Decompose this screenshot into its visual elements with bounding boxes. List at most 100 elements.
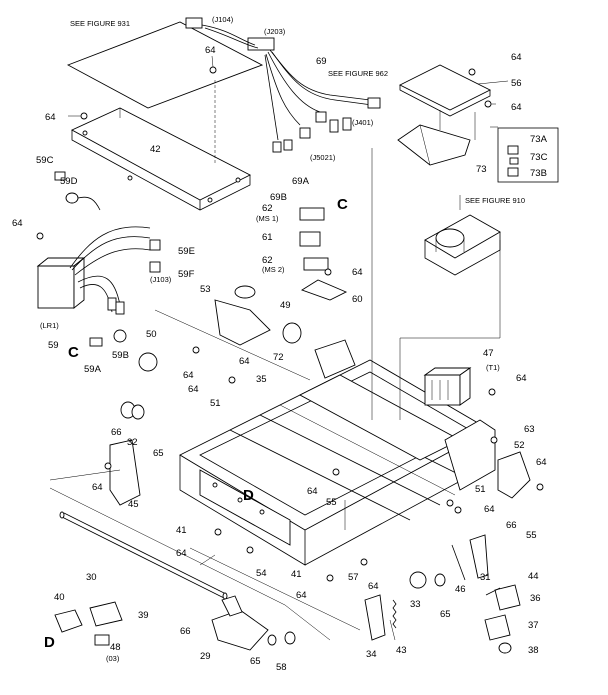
bracket-52 (497, 451, 531, 499)
wire-harness (185, 17, 381, 153)
part-label: 64 (484, 504, 495, 515)
part-label: 64 (183, 370, 194, 381)
part-label: 63 (524, 424, 535, 435)
bracket-73-box (497, 127, 559, 183)
part-label: 35 (256, 374, 267, 385)
reactor-lr1 (36, 226, 151, 315)
part-label: 41 (291, 569, 302, 580)
callout-c-top: C (337, 196, 348, 213)
labels: SEE FIGURE 931 SEE FIGURE 962 SEE FIGURE… (12, 15, 548, 673)
conn-lr1: (LR1) (40, 321, 59, 330)
part-label: 73A (530, 134, 548, 145)
part-label: 37 (528, 620, 539, 631)
part-label: 64 (536, 457, 547, 468)
washer-65c (267, 634, 277, 646)
conn-t1: (T1) (486, 363, 500, 372)
switch-ms1 (299, 207, 325, 221)
part-label: 40 (54, 592, 65, 603)
part-label: 42 (150, 144, 161, 155)
part-label: 54 (256, 568, 267, 579)
part-label: 29 (200, 651, 211, 662)
part-label: 69 (316, 56, 327, 67)
part-label: 33 (410, 599, 421, 610)
plate-56 (397, 64, 492, 166)
conn-ms1: (MS 1) (256, 214, 279, 223)
ref-figure-931: SEE FIGURE 931 (70, 19, 130, 28)
part-label: 64 (516, 373, 527, 384)
part-label: 62 (262, 203, 273, 214)
callout-d-mid: D (243, 487, 254, 504)
part-label: 59A (84, 364, 102, 375)
part-label: 55 (326, 497, 337, 508)
part-label: 64 (511, 102, 522, 113)
spring-43 (392, 599, 397, 629)
housing-29 (211, 609, 269, 651)
screw-44 (485, 587, 501, 596)
spring-46 (451, 544, 466, 581)
pcb-board (66, 21, 264, 109)
part-label: 65 (440, 609, 451, 620)
part-label: 66 (180, 626, 191, 637)
ref-figure-962: SEE FIGURE 962 (328, 69, 388, 78)
part-label: 64 (188, 384, 199, 395)
part-label: 64 (368, 581, 379, 592)
arm-31 (469, 534, 489, 579)
part-58 (284, 631, 296, 645)
part-label: 64 (307, 486, 318, 497)
roller-50 (138, 352, 158, 372)
part-label: 66 (506, 520, 517, 531)
part-label: 59D (60, 176, 78, 187)
part-label: 36 (530, 593, 541, 604)
connector-59c (54, 171, 66, 181)
main-chassis (179, 339, 496, 566)
part-label: 50 (146, 329, 157, 340)
idler-33 (409, 571, 427, 589)
part-label: 52 (514, 440, 525, 451)
guide-66c (221, 595, 243, 617)
part-label: 59C (36, 155, 54, 166)
part-label: 59E (178, 246, 195, 257)
switch-61 (299, 231, 321, 247)
grommet-53 (234, 285, 256, 299)
part-label: 31 (480, 572, 491, 583)
part-label: 64 (239, 356, 250, 367)
part-label: 43 (396, 645, 407, 656)
screws (36, 66, 544, 582)
part-label: 73C (530, 152, 548, 163)
conn-j104: (J104) (212, 15, 234, 24)
part-label: 49 (280, 300, 291, 311)
part-label: 38 (528, 645, 539, 656)
connector-59b (113, 329, 127, 343)
shaft-30 (59, 511, 228, 600)
part-label: 60 (352, 294, 363, 305)
part-label: 41 (176, 525, 187, 536)
callout-d-bottom: D (44, 634, 55, 651)
conn-j401: (J401) (352, 118, 374, 127)
part-label: 61 (262, 232, 273, 243)
part-label: 53 (200, 284, 211, 295)
part-label: 58 (276, 662, 287, 673)
pulley-32 (131, 404, 145, 420)
part-label: 65 (250, 656, 261, 667)
conn-j5021: (J5021) (310, 153, 336, 162)
part-label: 47 (483, 348, 494, 359)
part-label: 34 (366, 649, 377, 660)
pcb-tray (70, 107, 251, 211)
part-label: 73 (476, 164, 487, 175)
switch-73a (507, 145, 519, 155)
part-label: 44 (528, 571, 539, 582)
bracket-53 (214, 299, 271, 346)
bracket-45 (109, 439, 141, 506)
part-label: 32 (127, 437, 138, 448)
part-label: 48 (110, 642, 121, 653)
washer-65b (434, 573, 446, 587)
part-label: 64 (511, 52, 522, 63)
part-label: 64 (352, 267, 363, 278)
transformer-bracket (424, 214, 501, 276)
part-label: 73B (530, 168, 547, 179)
conn-j203: (J203) (264, 27, 286, 36)
part-label: 69B (270, 192, 287, 203)
part-label: 59B (112, 350, 129, 361)
bushing-49 (282, 322, 302, 344)
